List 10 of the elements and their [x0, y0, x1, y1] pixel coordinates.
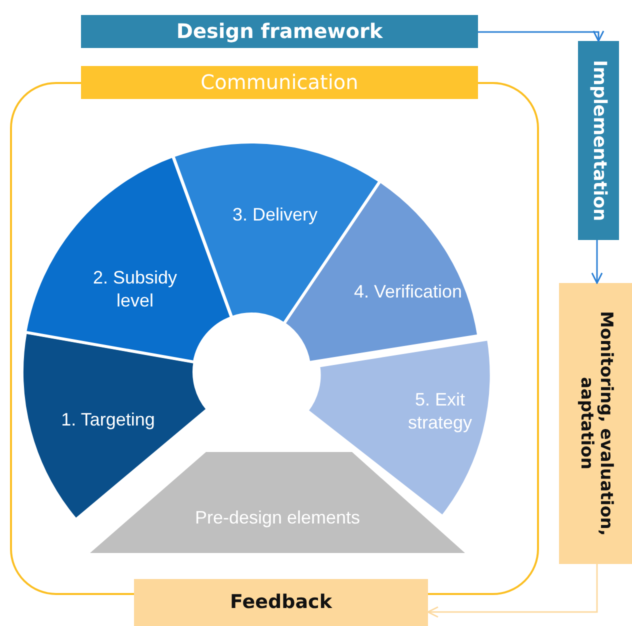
vertical-label-box: Implementation: [578, 41, 619, 240]
label-bar: Feedback: [134, 579, 428, 626]
vertical-label-box: Monitoring, evaluation, aaptation: [559, 283, 632, 564]
arrow: [427, 564, 598, 618]
arrow: [478, 30, 604, 42]
label-bar: Communication: [81, 66, 478, 99]
trapezoid: Pre-design elements: [90, 452, 465, 553]
label-bar: Design framework: [81, 15, 478, 48]
ring-segment: 2. Subsidy level: [25, 156, 232, 362]
arrow: [591, 240, 603, 284]
